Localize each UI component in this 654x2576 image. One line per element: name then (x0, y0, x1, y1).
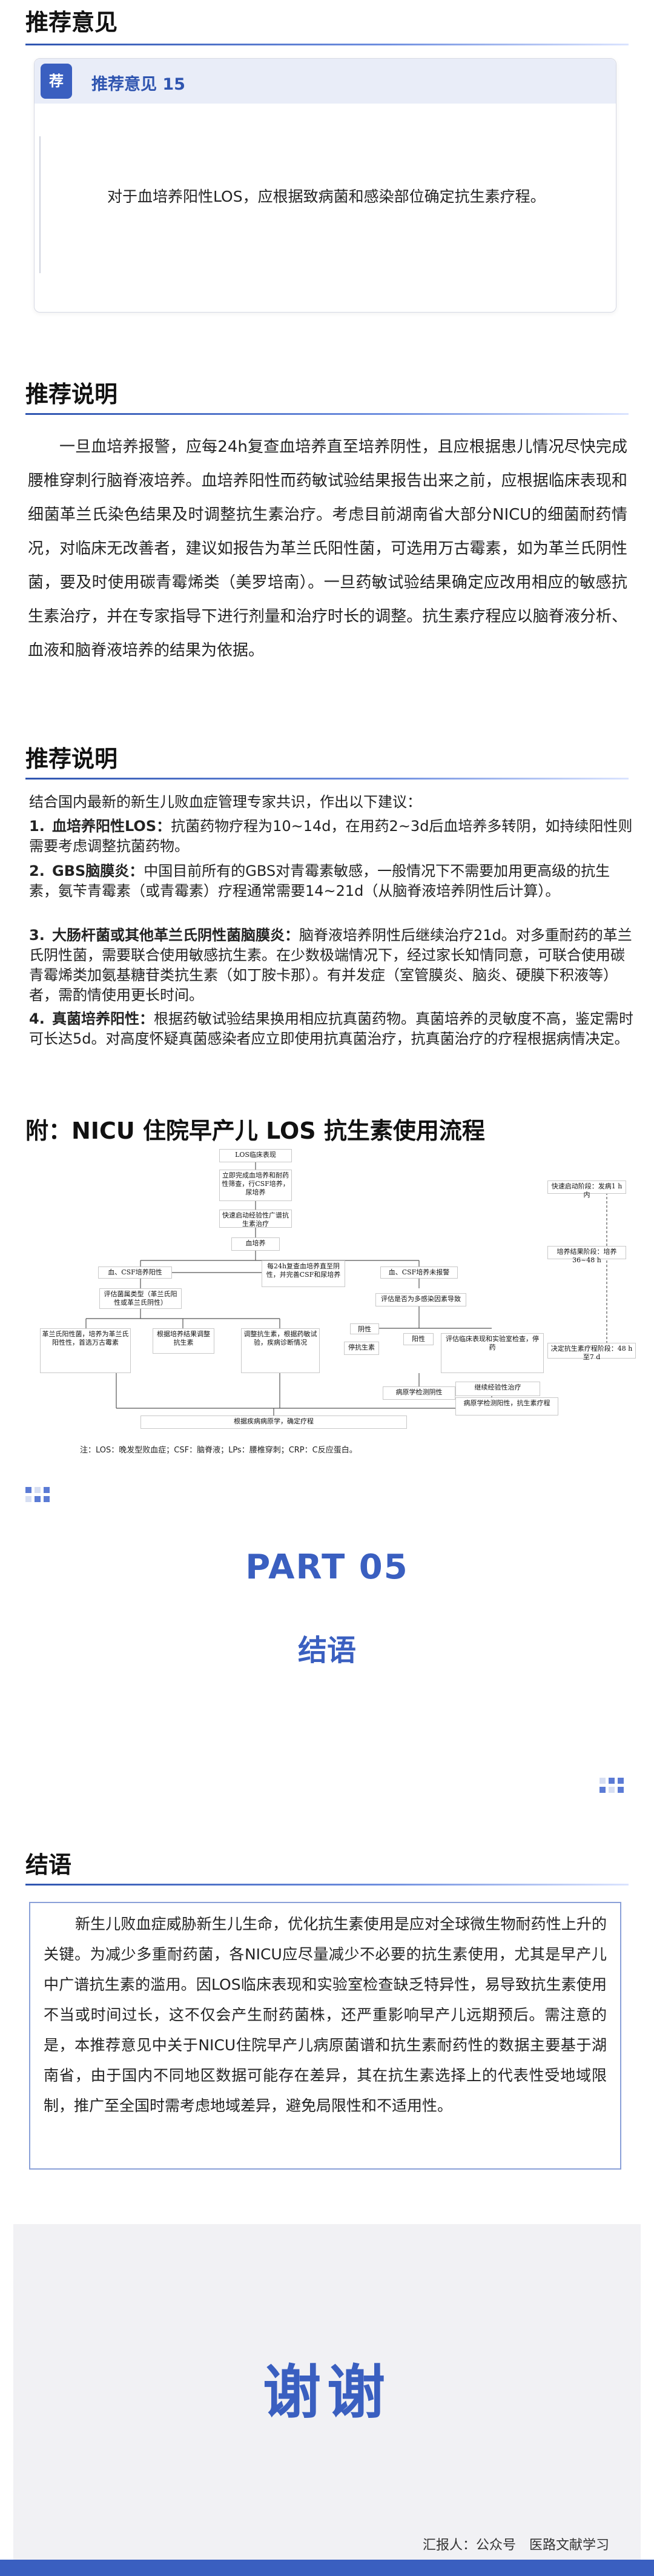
flow-node: 快速启动经验性广谱抗生素治疗 (219, 1210, 292, 1228)
flow-node: LOS临床表现 (219, 1149, 292, 1162)
section-divider (25, 413, 629, 415)
conclusion-box: 新生儿败血症威胁新生儿生命，优化抗生素使用是应对全球微生物耐药性上升的关键。为减… (29, 1902, 621, 2170)
flow-node: 停抗生素 (344, 1342, 379, 1355)
section-heading-conclusion: 结语 (25, 1852, 72, 1878)
list-number: 3. (29, 927, 45, 944)
list-text: 中国目前所有的GBS对青霉素敏感，一般情况下不需要加用更高级的抗生素，氨苄青霉素… (29, 863, 610, 899)
flow-node: 根据疾病病原学，确定疗程 (140, 1415, 407, 1429)
recommend-card-header (35, 59, 616, 104)
footer-bar (0, 2560, 654, 2576)
flow-node: 阴性 (350, 1323, 379, 1334)
conclusion-paragraph: 新生儿败血症威胁新生儿生命，优化抗生素使用是应对全球微生物耐药性上升的关键。为减… (44, 1915, 607, 2114)
section-heading-explain1: 推荐说明 (25, 381, 118, 408)
flow-side-label: 培养结果阶段：培养36~48 h (547, 1246, 626, 1264)
list-label: 大肠杆菌或其他革兰氏阴性菌脑膜炎： (52, 927, 299, 944)
recommend-badge-icon: 荐 (41, 64, 72, 99)
explain1-paragraph: 一旦血培养报警，应每24h复查血培养直至培养阴性，且应根据患儿情况尽快完成腰椎穿… (28, 438, 627, 660)
decor-dots (25, 1487, 50, 1502)
flow-node: 病原学检测阴性 (383, 1386, 455, 1400)
appendix-title: 附：NICU 住院早产儿 LOS 抗生素使用流程 (25, 1117, 485, 1144)
part-title: 结语 (297, 1634, 356, 1667)
flow-node: 每24h复查血培养直至阴性，并完善CSF和尿培养 (262, 1260, 345, 1287)
recommend-card-text: 对于血培养阳性LOS，应根据致病菌和感染部位确定抗生素疗程。 (107, 188, 546, 205)
list-text: 根据药敏试验结果换用相应抗真菌药物。真菌培养的灵敏度不高，鉴定需时可长达5d。对… (29, 1010, 633, 1047)
footer-credit: 汇报人：公众号 医路文献学习 (423, 2538, 610, 2553)
explain2-intro: 结合国内最新的新生儿败血症管理专家共识，作出以下建议： (29, 793, 421, 810)
recommend-card: 荐 推荐意见 15 对于血培养阳性LOS，应根据致病菌和感染部位确定抗生素疗程。 (34, 58, 616, 313)
list-label: 真菌培养阳性： (52, 1010, 154, 1027)
thanks-panel: 谢谢 (13, 2224, 641, 2563)
flow-node: 评估是否为多感染因素导致 (375, 1293, 466, 1306)
list-number: 4. (29, 1010, 45, 1027)
list-item: 3. 大肠杆菌或其他革兰氏阴性菌脑膜炎：脑脊液培养阴性后继续治疗21d。对多重耐药… (29, 925, 635, 1005)
flow-node: 继续经验性治疗 (455, 1382, 540, 1396)
flowchart: LOS临床表现 立即完成血培养和耐药性筛查，行CSF培养，尿培养 快速启动经验性… (31, 1148, 637, 1469)
flow-node: 革兰氏阳性菌，培养为革兰氏阳性性，首选万古霉素 (40, 1328, 131, 1373)
flow-side-label: 快速启动阶段：发病1 h 内 (547, 1180, 626, 1199)
flow-node: 血、CSF培养阳性 (98, 1266, 172, 1279)
flow-node: 评估菌属类型（革兰氏阳性或革兰氏阴性） (99, 1288, 182, 1309)
list-number: 1. (29, 818, 45, 835)
decor-dots (600, 1778, 624, 1793)
flow-node: 根据培养结果调整抗生素 (153, 1328, 214, 1354)
list-label: 血培养阳性LOS： (52, 818, 171, 835)
list-text: 脑脊液培养阴性后继续治疗21d。对多重耐药的革兰氏阴性菌，需要联合使用敏感抗生素… (29, 927, 632, 1004)
list-item: 2. GBS脑膜炎：中国目前所有的GBS对青霉素敏感，一般情况下不需要加用更高级的… (29, 861, 635, 901)
flow-node: 评估临床表现和实验室检查，停药 (441, 1333, 544, 1373)
flow-node: 病原学检测阳性，抗生素疗程 (455, 1397, 558, 1415)
section-divider (25, 44, 629, 45)
part-label: PART 05 (245, 1548, 409, 1587)
flow-node: 血、CSF培养未报警 (380, 1266, 458, 1279)
flow-node: 立即完成血培养和耐药性筛查，行CSF培养，尿培养 (219, 1170, 292, 1201)
card-left-rule (39, 136, 41, 273)
list-text: 抗菌药物疗程为10~14d，在用药2~3d后血培养多转阴，如持续阳性则需要考虑调… (29, 818, 633, 855)
list-item: 1. 血培养阳性LOS：抗菌药物疗程为10~14d，在用药2~3d后血培养多转阴，… (29, 816, 635, 856)
flow-note: 注：LOS：晚发型败血症；CSF：脑脊液；LPs：腰椎穿刺；CRP：C反应蛋白。 (80, 1446, 357, 1455)
section-divider (25, 778, 629, 780)
recommend-card-title: 推荐意见 15 (91, 75, 185, 94)
flow-side-label: 决定抗生素疗程阶段：48 h 至7 d (547, 1343, 636, 1361)
flow-node: 血培养 (231, 1237, 280, 1251)
list-label: GBS脑膜炎： (52, 863, 144, 879)
section-divider (25, 1884, 629, 1886)
flow-node: 调整抗生素，根据药敏试验，疾病诊断情况 (241, 1328, 320, 1373)
flow-node: 阳性 (403, 1333, 434, 1345)
list-number: 2. (29, 863, 45, 879)
list-item: 4. 真菌培养阳性：根据药敏试验结果换用相应抗真菌药物。真菌培养的灵敏度不高，鉴定… (29, 1009, 635, 1049)
section-heading-explain2: 推荐说明 (25, 746, 118, 772)
section-heading-recommend: 推荐意见 (25, 9, 118, 36)
thanks-title: 谢谢 (263, 2359, 391, 2426)
